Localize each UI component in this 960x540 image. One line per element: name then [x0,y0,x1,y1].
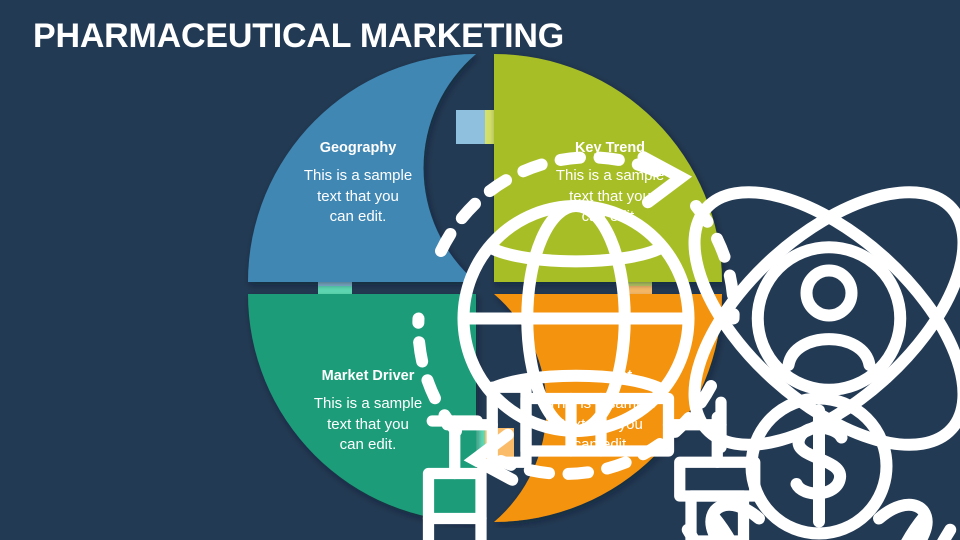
petal-shape-market-driver[interactable] [248,294,476,522]
diagram-leaves [248,54,722,522]
connector-top-left-half [456,110,485,144]
page-title: PHARMACEUTICAL MARKETING [33,17,564,55]
petal-shape-geography[interactable] [248,54,476,282]
petal-shape-forecast[interactable] [494,294,722,522]
petal-shape-key-trend[interactable] [494,54,722,282]
four-petal-cycle-diagram: Geography This is a sample text that you… [240,48,960,540]
